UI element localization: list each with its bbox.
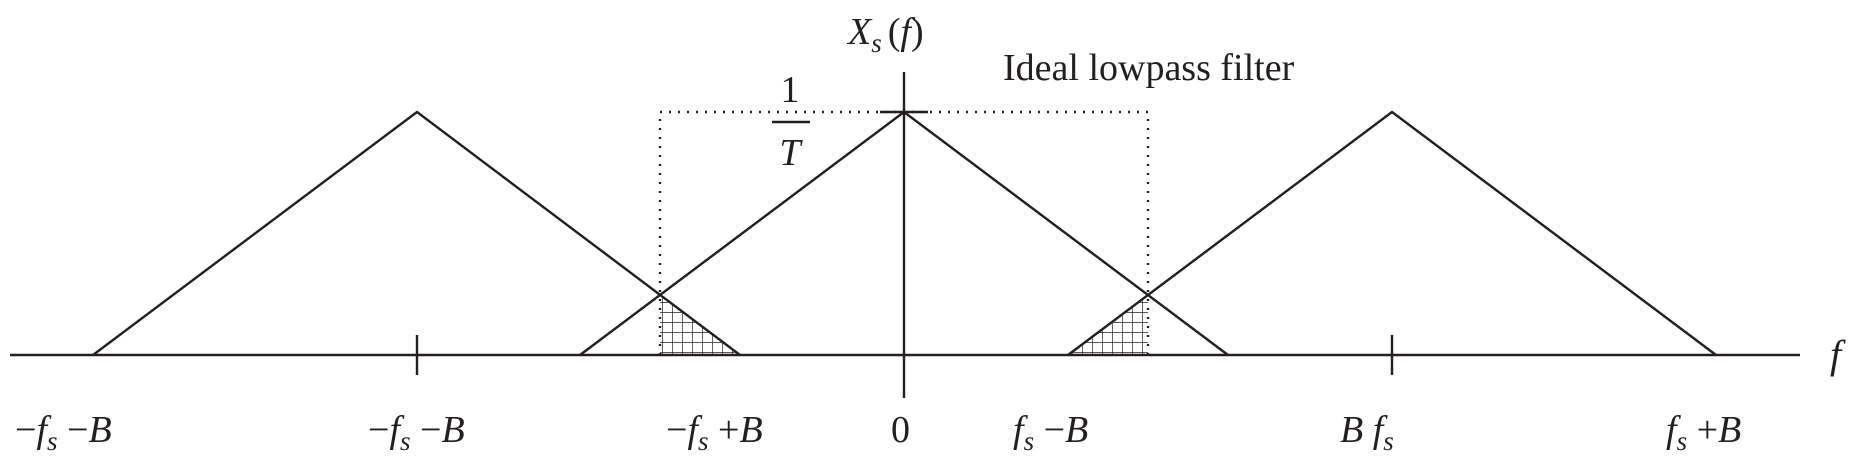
lowpass-filter-outline xyxy=(658,110,1150,355)
peak-denominator: T xyxy=(779,132,803,174)
x-axis-label: f xyxy=(1830,332,1846,377)
tick-label: 0 xyxy=(891,409,910,451)
tick-label: −fs +B xyxy=(666,409,763,456)
y-axis-label: Xs(f) xyxy=(846,11,924,58)
spectrum-left xyxy=(92,110,741,356)
filter-label: Ideal lowpass filter xyxy=(1003,47,1295,89)
tick-labels: −fs −B −fs −B −fs +B 0 fs −B B fs fs +B xyxy=(15,409,1741,456)
peak-numerator: 1 xyxy=(781,69,800,111)
spectrum-right xyxy=(1067,110,1717,356)
tick-label: fs −B xyxy=(1013,409,1088,456)
tick-label: fs +B xyxy=(1666,409,1741,456)
y-axis-arg: (f) xyxy=(888,11,924,53)
tick-label: −fs −B xyxy=(368,409,465,456)
tick-label: B fs xyxy=(1340,409,1394,456)
tick-label: −fs −B xyxy=(15,409,112,456)
